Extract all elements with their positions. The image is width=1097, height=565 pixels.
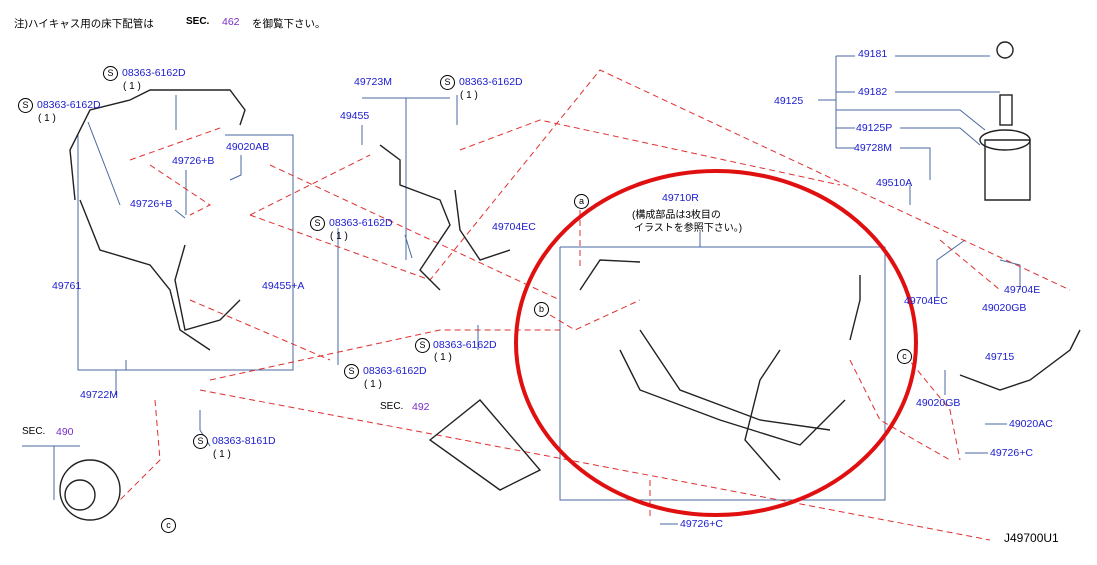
s-mark-icon: S [18,98,33,113]
part-08363-6162D[interactable]: 08363-6162D [122,67,186,79]
s-mark-icon: S [103,66,118,81]
part-49125P[interactable]: 49125P [856,122,893,134]
s-mark-icon: S [310,216,325,231]
part-49726-B[interactable]: 49726+B [172,155,215,167]
s-mark-icon: S [344,364,359,379]
s-mark-icon: S [440,75,455,90]
diagram-id: J49700U1 [1004,531,1059,545]
part-49020GB[interactable]: 49020GB [916,397,961,409]
sec-492-link[interactable]: 492 [412,401,430,413]
part-08363-6162D[interactable]: 08363-6162D [433,339,497,351]
part-08363-6162D[interactable]: 08363-6162D [37,99,101,111]
sec-label: SEC. [22,426,46,437]
part-49726-B[interactable]: 49726+B [130,198,173,210]
sec-label: SEC. [380,401,404,412]
part-49020GB[interactable]: 49020GB [982,302,1027,314]
note-sec-link[interactable]: 462 [222,16,240,28]
part-08363-6162D[interactable]: 08363-6162D [459,76,523,88]
part-note: イラストを参照下さい。) [634,223,743,234]
ref-c-icon: c [897,349,912,364]
part-49722M[interactable]: 49722M [80,389,118,401]
part-49710R[interactable]: 49710R [662,192,699,204]
part-49181[interactable]: 49181 [858,48,888,60]
note-text: 注)ハイキャス用の床下配管は [14,18,154,30]
part-08363-8161D[interactable]: 08363-8161D [212,435,276,447]
part-49715[interactable]: 49715 [985,351,1015,363]
part-49182[interactable]: 49182 [858,86,888,98]
s-mark-icon: S [193,434,208,449]
note-after: を御覧下さい。 [252,18,326,30]
part-note: (構成部品は3枚目の [632,210,721,221]
quantity: ( 1 ) [434,352,452,363]
part-49125[interactable]: 49125 [774,95,804,107]
part-49726-C[interactable]: 49726+C [990,447,1033,459]
part-49726-C[interactable]: 49726+C [680,518,723,530]
part-49455-A[interactable]: 49455+A [262,280,305,292]
quantity: ( 1 ) [213,449,231,460]
part-49723M[interactable]: 49723M [354,76,392,88]
part-49510A[interactable]: 49510A [876,177,913,189]
quantity: ( 1 ) [330,231,348,242]
leader-lines [22,55,1021,525]
ref-b-icon: b [534,302,549,317]
sec-490-link[interactable]: 490 [56,426,74,438]
quantity: ( 1 ) [38,113,56,124]
part-49728M[interactable]: 49728M [854,142,892,154]
part-49704E[interactable]: 49704E [1004,284,1041,296]
ref-c-icon: c [161,518,176,533]
part-49020AC[interactable]: 49020AC [1009,418,1053,430]
dashed-connection-lines [119,69,1071,541]
part-49704EC[interactable]: 49704EC [492,221,536,233]
part-49455[interactable]: 49455 [340,110,370,122]
part-49020AB[interactable]: 49020AB [226,141,270,153]
quantity: ( 1 ) [364,379,382,390]
part-49704EC[interactable]: 49704EC [904,295,948,307]
part-49761[interactable]: 49761 [52,280,82,292]
note-sec: SEC. [186,16,210,27]
highlight-circle [514,169,918,517]
s-mark-icon: S [415,338,430,353]
part-08363-6162D[interactable]: 08363-6162D [363,365,427,377]
quantity: ( 1 ) [460,90,478,101]
part-outlines [59,41,1081,521]
ref-a-icon: a [574,194,589,209]
part-08363-6162D[interactable]: 08363-6162D [329,217,393,229]
quantity: ( 1 ) [123,81,141,92]
